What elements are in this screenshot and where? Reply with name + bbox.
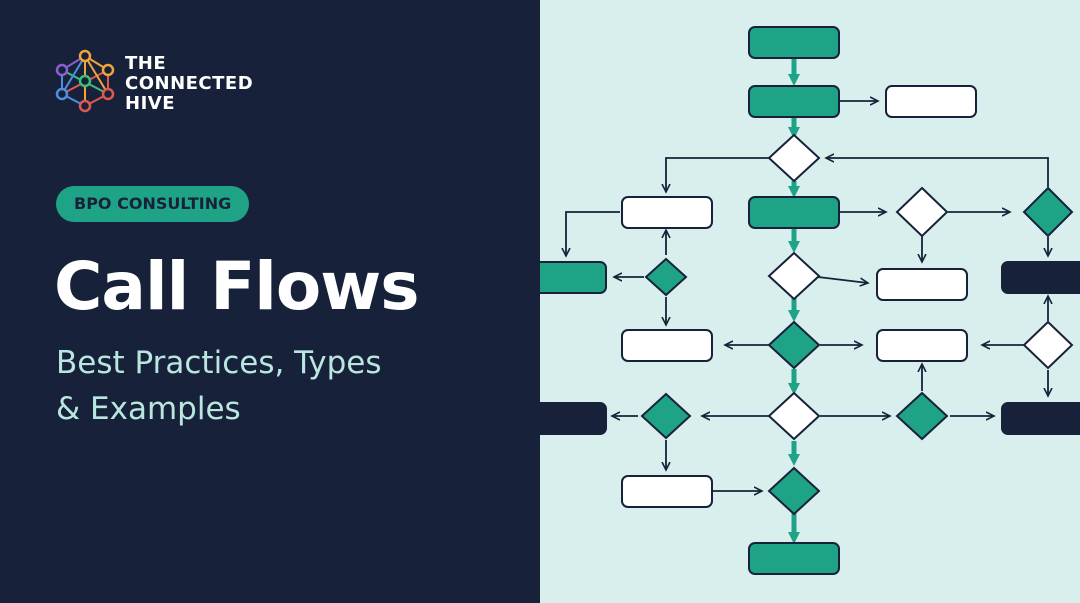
flow-process-node bbox=[748, 196, 840, 229]
hive-network-icon bbox=[55, 49, 115, 113]
flow-decision-node bbox=[1022, 320, 1074, 370]
category-badge: BPO CONSULTING bbox=[56, 186, 250, 222]
flow-process-node bbox=[621, 196, 713, 229]
flowchart-diagram bbox=[540, 26, 1080, 575]
subtitle-line-1: Best Practices, Types bbox=[56, 345, 382, 381]
flow-process-node bbox=[885, 85, 977, 118]
flow-decision-node bbox=[895, 391, 949, 441]
flow-start-node bbox=[748, 26, 840, 59]
brand-line-3: HIVE bbox=[125, 93, 175, 114]
brand-name: THE CONNECTED HIVE bbox=[125, 54, 253, 114]
flow-decision-node bbox=[895, 186, 949, 238]
flow-process-node bbox=[876, 329, 968, 362]
flow-process-node bbox=[1001, 402, 1080, 435]
flow-process-node bbox=[540, 402, 607, 435]
flow-decision-node bbox=[767, 251, 821, 301]
flow-decision-node bbox=[640, 392, 692, 440]
flow-process-node bbox=[540, 261, 607, 294]
brand-line-2: CONNECTED bbox=[125, 73, 254, 94]
subtitle-line-2: & Examples bbox=[56, 391, 241, 427]
flow-decision-node bbox=[1022, 186, 1074, 238]
flow-decision-node bbox=[767, 391, 821, 441]
flow-end-node bbox=[748, 542, 840, 575]
brand-line-1: THE bbox=[125, 53, 167, 74]
flowchart-panel bbox=[540, 0, 1080, 603]
flow-process-node bbox=[1001, 261, 1080, 294]
flow-decision-node bbox=[767, 133, 821, 183]
flow-process-node bbox=[621, 329, 713, 362]
flow-decision-node bbox=[767, 466, 821, 516]
left-panel: THE CONNECTED HIVE BPO CONSULTING Call F… bbox=[54, 49, 516, 432]
flow-decision-node bbox=[767, 320, 821, 370]
flow-process-node bbox=[876, 268, 968, 301]
flow-decision-node bbox=[644, 257, 688, 297]
page-subtitle: Best Practices, Types & Examples bbox=[56, 340, 516, 432]
flow-process-node bbox=[621, 475, 713, 508]
flow-process-node bbox=[748, 85, 840, 118]
page-title: Call Flows bbox=[54, 248, 420, 325]
